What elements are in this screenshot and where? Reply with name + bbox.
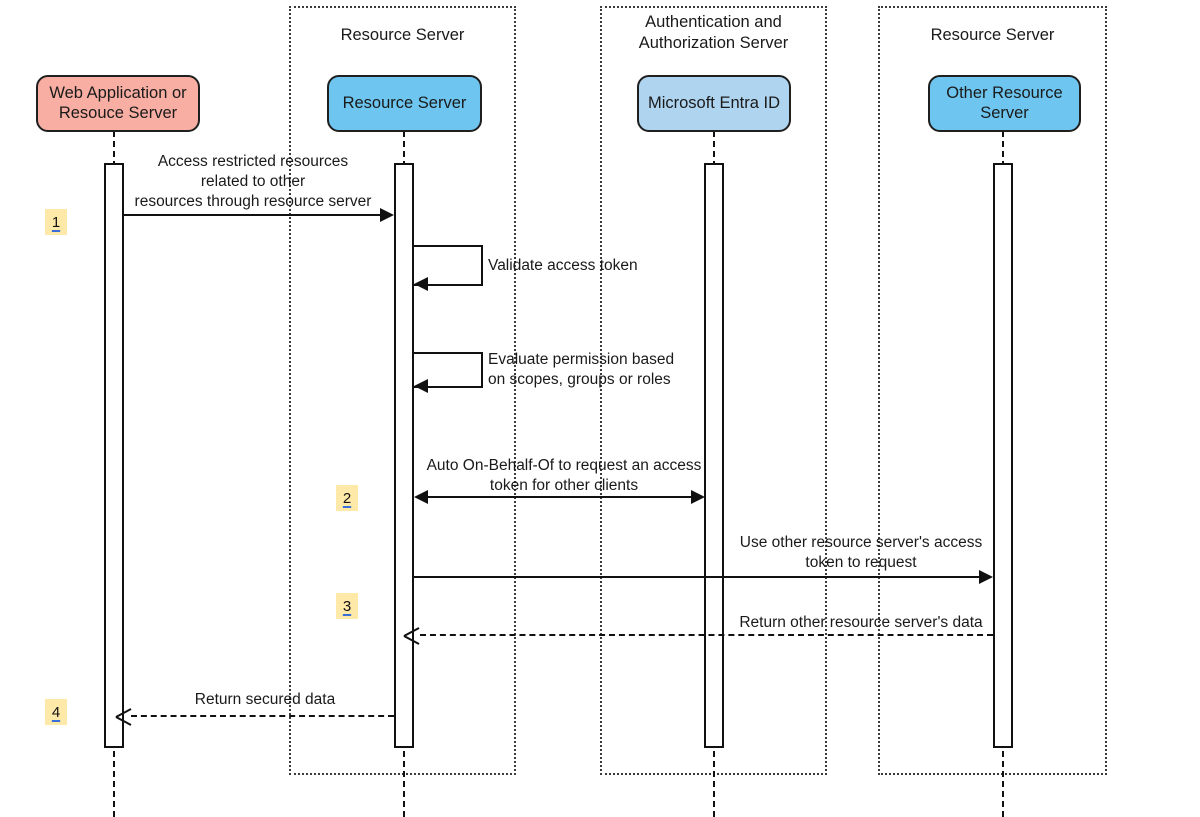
group-title-resource-server: Resource Server [340,26,465,44]
group-title-auth-server: Authentication and Authorization Server [638,13,789,52]
activation-resource-server [394,163,414,748]
step-badge-3: 3 [336,593,358,619]
message-label-use-other-token: Use other resource server's access token… [739,534,983,571]
step-badge-4: 4 [45,699,67,725]
message-label-access-restricted: Access restricted resources related to o… [134,153,372,210]
message-arrowhead-evaluate-permission [414,379,428,393]
message-label-auto-obo: Auto On-Behalf-Of to request an access t… [426,457,702,494]
step-badge-2: 2 [336,485,358,511]
message-arrowhead-return-other-data [404,627,420,643]
message-arrowhead-auto-obo-right [691,490,705,504]
group-frame-resource-server [289,6,516,775]
activation-web-app [104,163,124,748]
message-label-validate-token: Validate access token [488,257,638,274]
participant-web-app[interactable]: Web Application or Resouce Server [36,75,200,132]
message-arrowhead-return-secured-data [116,708,132,724]
group-title-other-resource-server: Resource Server [930,26,1055,44]
selfcall-box-validate-token [412,245,483,286]
message-label-evaluate-permission: Evaluate permission based on scopes, gro… [488,351,675,388]
selfcall-box-evaluate-permission [412,352,483,388]
message-line-use-other-token [414,576,991,578]
participant-resource-server[interactable]: Resource Server [327,75,482,132]
message-label-return-secured-data: Return secured data [194,691,336,708]
message-arrowhead-use-other-token [979,570,993,584]
message-arrowhead-validate-token [414,277,428,291]
message-arrowhead-access-restricted [380,208,394,222]
step-badge-1: 1 [45,209,67,235]
activation-other-resource-server [993,163,1013,748]
activation-entra-id [704,163,724,748]
message-line-auto-obo [422,496,702,498]
message-line-return-other-data [420,634,993,636]
participant-entra-id[interactable]: Microsoft Entra ID [637,75,791,132]
message-line-return-secured-data [131,715,394,717]
message-line-access-restricted [124,214,392,216]
message-arrowhead-auto-obo-left [414,490,428,504]
participant-other-resource-server[interactable]: Other Resource Server [928,75,1081,132]
group-frame-other-resource-server [878,6,1107,775]
message-label-return-other-data: Return other resource server's data [739,614,983,631]
